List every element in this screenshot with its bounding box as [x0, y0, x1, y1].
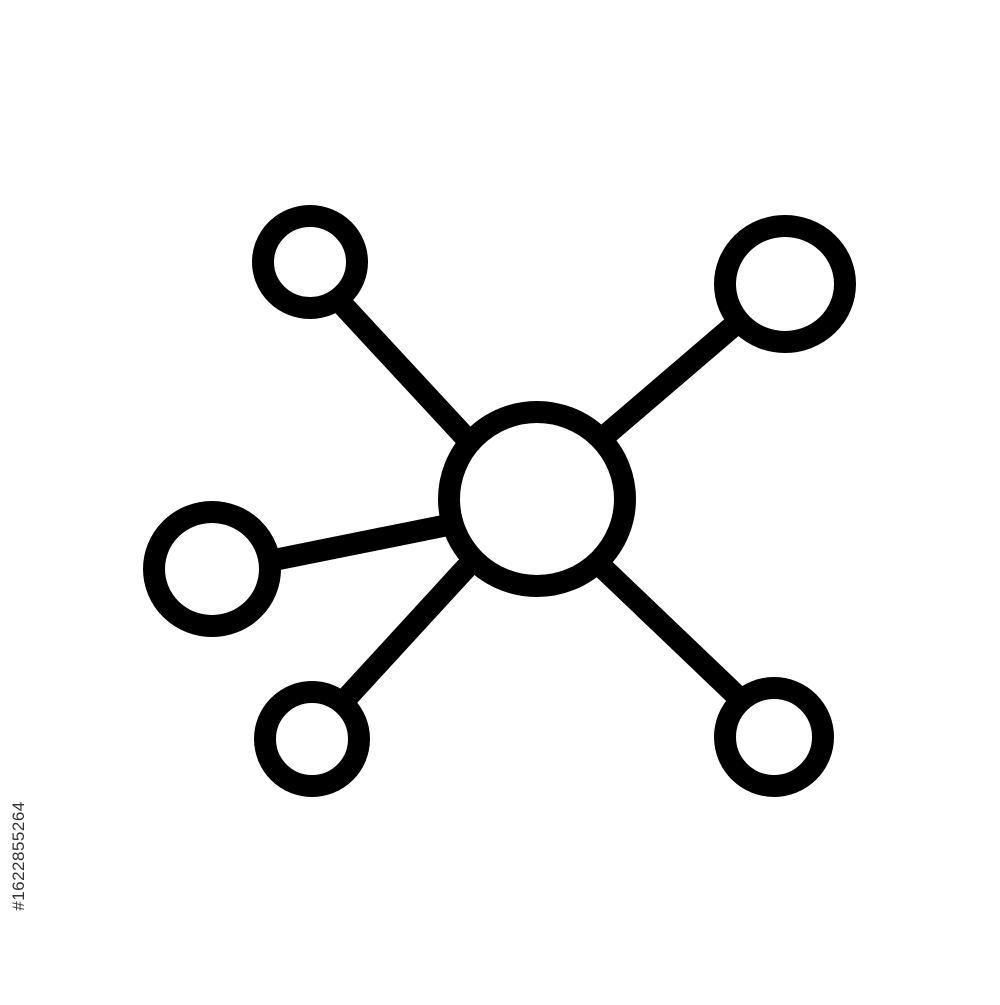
edge-bottom-left [332, 557, 477, 713]
edge-bottom-right [593, 558, 749, 708]
edge-top-right [595, 311, 749, 446]
edge-left [263, 515, 454, 571]
node-bottom-right [714, 677, 834, 797]
node-center-hub [438, 401, 636, 597]
node-top-left [252, 205, 368, 319]
node-bottom-left [254, 681, 370, 797]
node-left [143, 501, 281, 637]
edge-top-left [330, 292, 478, 450]
node-top-right [714, 215, 856, 353]
